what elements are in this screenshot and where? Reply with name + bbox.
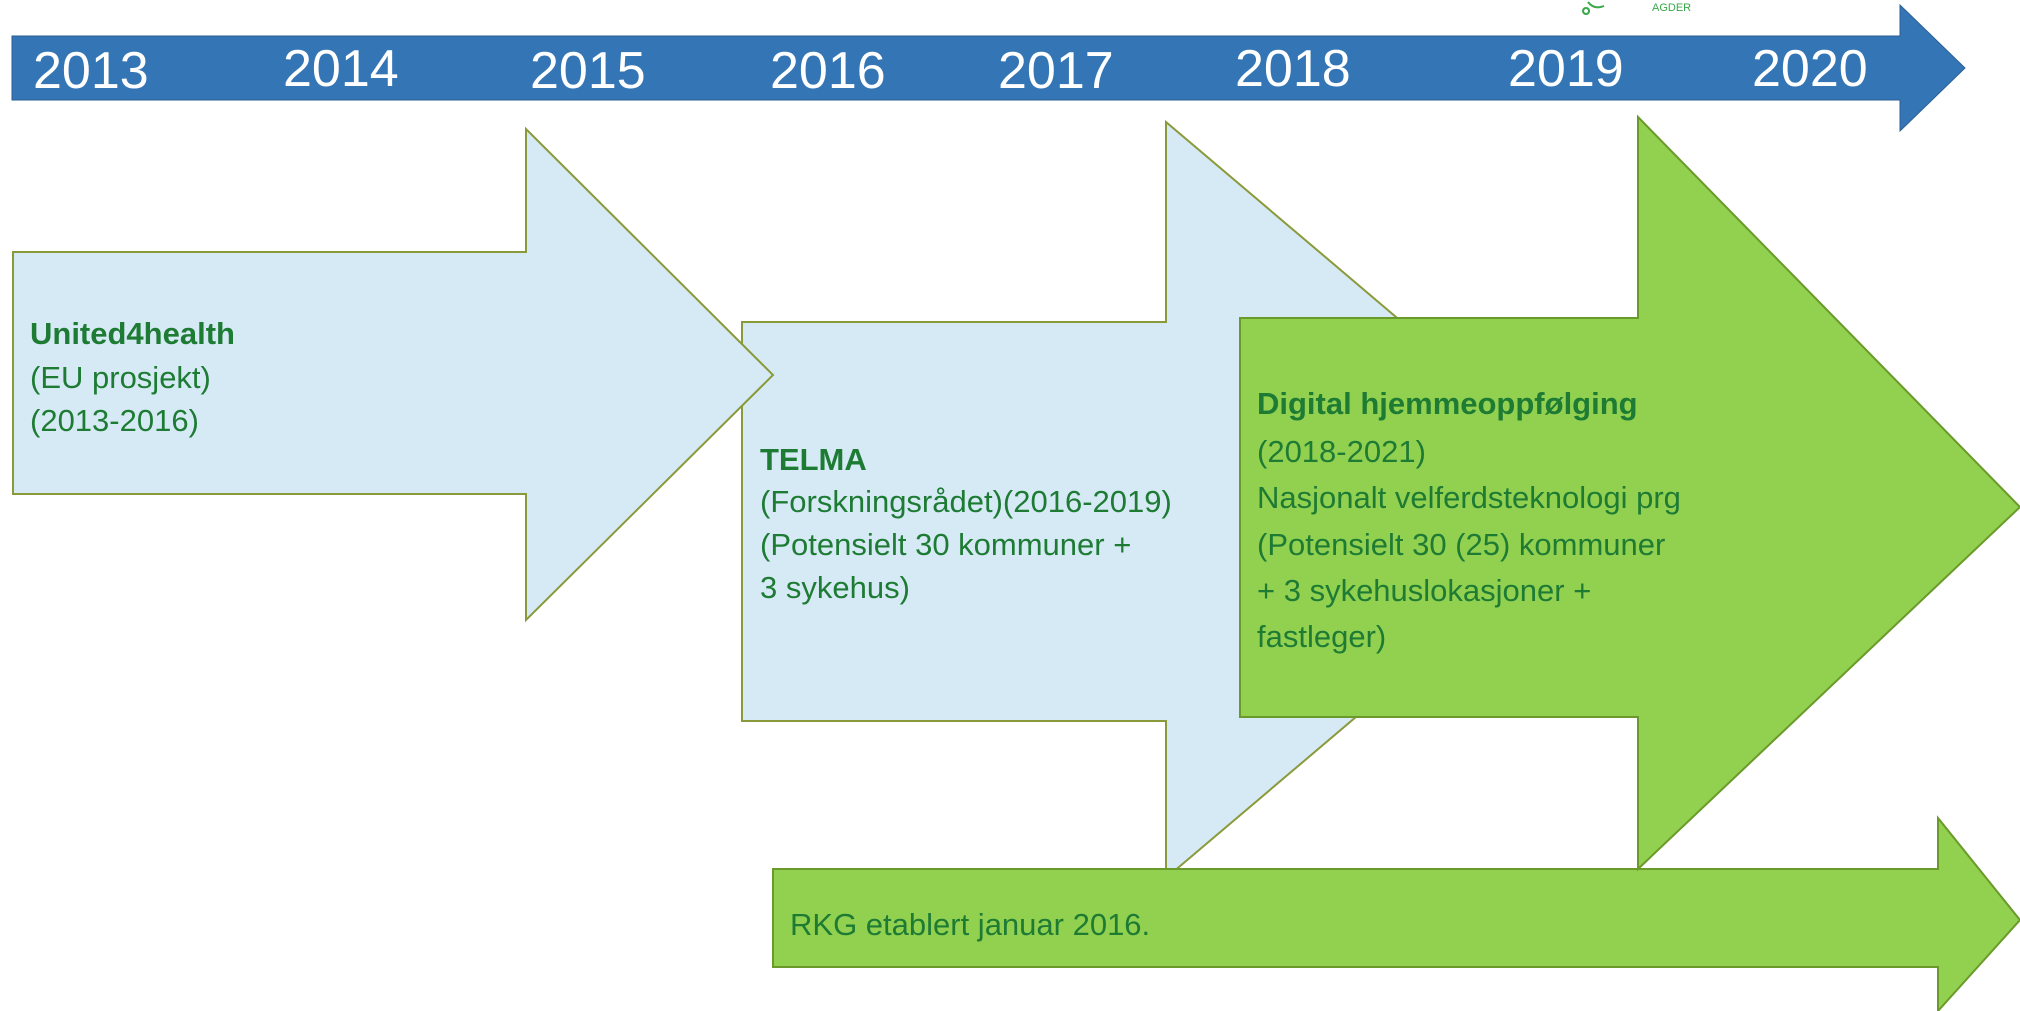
digital-hjemmeoppfolging-arrow <box>1239 114 2020 872</box>
digital-hjemmeoppfolging-label: Digital hjemmeoppfølging (2018-2021) Nas… <box>1257 386 1681 654</box>
united4health-arrow <box>12 126 775 623</box>
rkg-arrow <box>772 815 2020 1011</box>
project-detail: RKG etablert januar 2016. <box>790 907 1150 942</box>
project-detail: (2013-2016) <box>30 403 199 438</box>
project-detail: (Potensielt 30 kommuner + <box>760 527 1131 562</box>
year-label: 2013 <box>33 42 149 100</box>
project-detail: (2018-2021) <box>1257 434 1426 469</box>
timeline-years: 2013 2014 2015 2016 2017 2018 2019 2020 <box>33 40 1868 100</box>
project-detail: (Forskningsrådet)(2016-2019) <box>760 484 1172 519</box>
agder-logo: AGDER <box>1582 1 1691 15</box>
united4health-label: United4health (EU prosjekt) (2013-2016) <box>30 316 235 438</box>
year-label: 2017 <box>998 42 1114 100</box>
logo-icon <box>1582 1 1605 15</box>
project-detail: + 3 sykehuslokasjoner + <box>1257 573 1591 608</box>
year-label: 2020 <box>1752 40 1868 98</box>
year-label: 2015 <box>530 42 646 100</box>
logo-text: AGDER <box>1652 2 1691 14</box>
project-detail: (EU prosjekt) <box>30 360 211 395</box>
telma-label: TELMA (Forskningsrådet)(2016-2019) (Pote… <box>760 442 1172 605</box>
project-detail: (Potensielt 30 (25) kommuner <box>1257 527 1665 562</box>
year-label: 2014 <box>283 40 399 98</box>
timeline-arrow <box>11 3 1966 133</box>
project-title: Digital hjemmeoppfølging <box>1257 386 1638 421</box>
project-detail: fastleger) <box>1257 619 1386 654</box>
project-title: TELMA <box>760 442 867 477</box>
year-label: 2018 <box>1235 40 1351 98</box>
year-label: 2016 <box>770 42 886 100</box>
year-label: 2019 <box>1508 40 1624 98</box>
rkg-label: RKG etablert januar 2016. <box>790 907 1150 942</box>
project-detail: Nasjonalt velferdsteknologi prg <box>1257 480 1681 515</box>
project-detail: 3 sykehus) <box>760 570 910 605</box>
project-title: United4health <box>30 316 235 351</box>
